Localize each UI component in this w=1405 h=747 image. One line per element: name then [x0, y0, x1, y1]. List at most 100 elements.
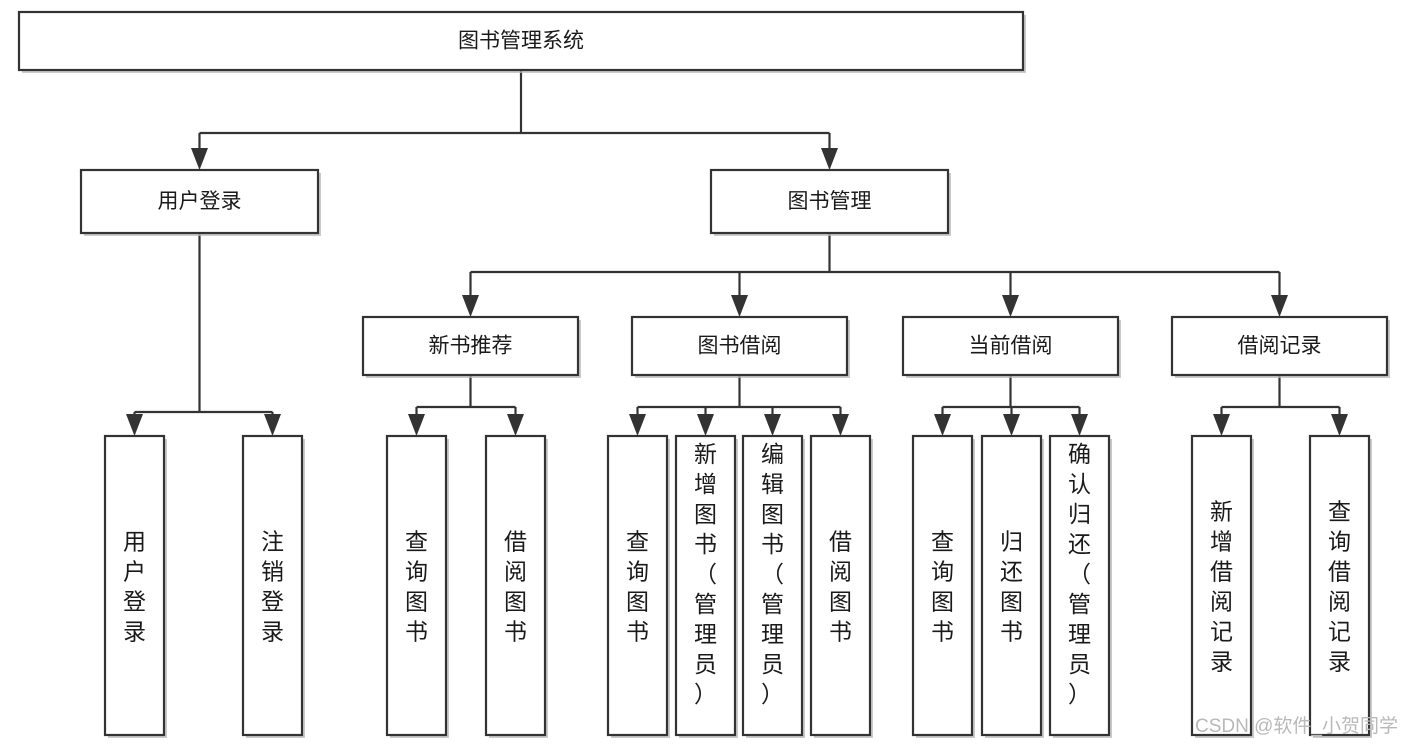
node-label-char: 记 [1210, 619, 1233, 645]
node-label-char: 借 [504, 529, 527, 555]
node-current-borrow[interactable]: 当前借阅 [901, 315, 1121, 378]
node-label-char: （ [761, 561, 784, 587]
node-label-char: 书 [405, 619, 428, 645]
node-box[interactable] [709, 168, 950, 235]
node-root[interactable]: 图书管理系统 [17, 10, 1026, 73]
node-box[interactable] [911, 434, 974, 737]
node-book-management[interactable]: 图书管理 [709, 168, 951, 236]
node-box[interactable] [630, 315, 849, 377]
node-label-char: 图 [829, 589, 852, 615]
node-label-char: （ [1068, 561, 1091, 587]
node-label-char: 辑 [761, 471, 784, 497]
node-box[interactable] [980, 434, 1043, 737]
node-label-char: 录 [1210, 649, 1233, 675]
arrow-head-icon [1071, 414, 1088, 436]
node-label-char: 阅 [1328, 589, 1351, 615]
node-box[interactable] [809, 434, 872, 737]
node-label: 当前借阅 [969, 335, 1053, 358]
node-label-char: 用 [123, 529, 146, 555]
arrow-head-icon [697, 414, 714, 436]
node-box[interactable] [901, 315, 1120, 377]
node-label-char: 认 [1068, 471, 1091, 497]
node-box[interactable] [1048, 434, 1111, 737]
node-label-char: ） [694, 681, 717, 707]
node-borrow-record[interactable]: 借阅记录 [1170, 315, 1390, 378]
node-box[interactable] [741, 434, 804, 737]
node-box[interactable] [361, 315, 580, 377]
node-label-char: （ [694, 561, 717, 587]
node-label: 新书推荐 [429, 335, 513, 358]
node-box[interactable] [385, 434, 448, 737]
node-label-char: 新 [694, 441, 717, 467]
node-label-char: 查 [405, 529, 428, 555]
node-leaf-user-login[interactable]: 用户登录 [103, 434, 167, 738]
arrow-head-icon [832, 414, 849, 436]
node-label: 图书管理系统 [458, 30, 584, 53]
node-box[interactable] [17, 10, 1025, 72]
connector-layer [126, 70, 1348, 436]
node-label: 借阅记录 [1238, 335, 1322, 358]
node-label-char: 查 [931, 529, 954, 555]
node-box[interactable] [1308, 434, 1371, 737]
node-box[interactable] [79, 168, 320, 235]
node-label-char: 书 [626, 619, 649, 645]
node-label-char: 阅 [504, 559, 527, 585]
arrow-head-icon [507, 414, 524, 436]
arrow-head-icon [408, 414, 425, 436]
node-label-char: 销 [261, 559, 284, 585]
node-layer: 图书管理系统用户登录图书管理新书推荐图书借阅当前借阅借阅记录用户登录注销登录查询… [17, 10, 1390, 738]
node-label: 图书借阅 [698, 335, 782, 358]
node-user-login[interactable]: 用户登录 [79, 168, 321, 236]
node-label-char: 询 [931, 559, 954, 585]
arrow-head-icon [264, 414, 281, 436]
node-box[interactable] [103, 434, 166, 737]
node-label-char: 增 [1210, 529, 1233, 555]
node-label-char: 还 [1068, 531, 1091, 557]
node-new-book-recommend[interactable]: 新书推荐 [361, 315, 581, 378]
node-label-char: 阅 [829, 559, 852, 585]
arrow-head-icon [731, 295, 748, 317]
node-label-char: 员 [1068, 651, 1091, 677]
node-box[interactable] [1190, 434, 1253, 737]
node-label: 图书管理 [788, 190, 872, 213]
node-label-char: 管 [761, 591, 784, 617]
arrow-head-icon [764, 414, 781, 436]
node-label-char: 编 [761, 441, 784, 467]
node-box[interactable] [484, 434, 547, 737]
node-label-char: 登 [261, 589, 284, 615]
node-label-char: 查 [1328, 499, 1351, 525]
node-label-char: 录 [261, 619, 284, 645]
node-box[interactable] [241, 434, 304, 737]
arrow-head-icon [126, 414, 143, 436]
node-label-char: 图 [761, 501, 784, 527]
node-label-char: 录 [1328, 649, 1351, 675]
node-label-char: ） [1068, 681, 1091, 707]
node-book-borrow[interactable]: 图书借阅 [630, 315, 850, 378]
node-label-char: 图 [694, 501, 717, 527]
node-label-char: 书 [829, 619, 852, 645]
node-label-char: 借 [1210, 559, 1233, 585]
node-label-char: 记 [1328, 619, 1351, 645]
node-box[interactable] [606, 434, 669, 737]
node-box[interactable] [674, 434, 737, 737]
node-label-char: 户 [123, 559, 146, 585]
node-label-char: 登 [123, 589, 146, 615]
node-box[interactable] [1170, 315, 1389, 377]
node-label-char: 理 [1068, 621, 1091, 647]
node-label-char: 书 [694, 531, 717, 557]
node-label-char: 图 [931, 589, 954, 615]
